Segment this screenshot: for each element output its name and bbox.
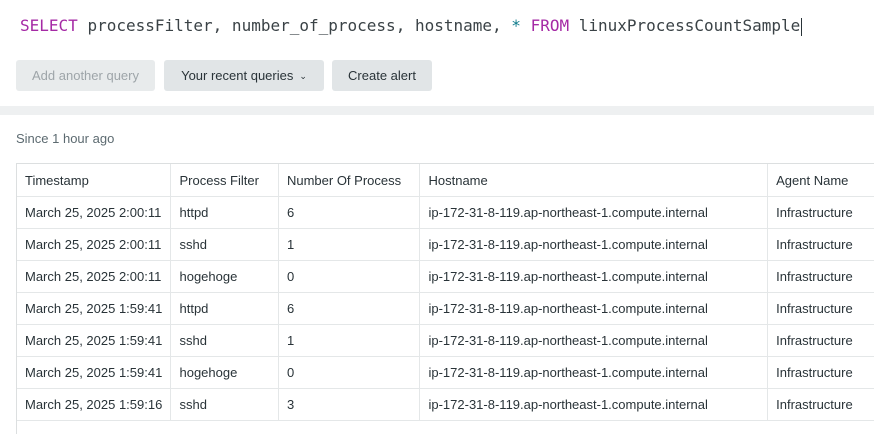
table-cell: March 25, 2025 2:00:11 — [17, 196, 172, 229]
table-cell: March 25, 2025 2:00:11 — [17, 260, 172, 293]
table-cell: sshd — [170, 228, 279, 261]
table-cell: 0 — [278, 260, 421, 293]
table-cell: Infrastructure — [767, 292, 874, 325]
table-cell: Infrastructure — [767, 356, 874, 389]
add-another-query-button[interactable]: Add another query — [16, 60, 155, 91]
table-cell: hogehoge — [170, 356, 279, 389]
table-cell: ip-172-31-8-119.ap-northeast-1.compute.i… — [419, 388, 769, 421]
table-cell: 1 — [278, 228, 421, 261]
text-cursor — [801, 17, 803, 36]
table-cell: ip-172-31-8-119.ap-northeast-1.compute.i… — [419, 260, 769, 293]
table-cell: sshd — [170, 388, 279, 421]
table-cell: March 25, 2025 1:59:41 — [17, 356, 172, 389]
query-fields: processFilter, number_of_process, hostna… — [87, 16, 512, 35]
table-cell: 3 — [278, 388, 421, 421]
column-header-process-filter[interactable]: Process Filter — [170, 164, 279, 197]
nrql-query-text[interactable]: SELECT processFilter, number_of_process,… — [20, 14, 803, 38]
table-cell: hogehoge — [170, 260, 279, 293]
table-cell: httpd — [170, 196, 279, 229]
recent-queries-button[interactable]: Your recent queries ⌄ — [164, 60, 324, 91]
table-cell: Infrastructure — [767, 388, 874, 421]
table-cell: ip-172-31-8-119.ap-northeast-1.compute.i… — [419, 324, 769, 357]
table-cell: 6 — [278, 292, 421, 325]
table-cell: March 25, 2025 1:59:41 — [17, 292, 172, 325]
table-cell: httpd — [170, 292, 279, 325]
create-alert-button[interactable]: Create alert — [332, 60, 432, 91]
table-cell: ip-172-31-8-119.ap-northeast-1.compute.i… — [419, 196, 769, 229]
section-divider — [0, 106, 874, 115]
table-cell: ip-172-31-8-119.ap-northeast-1.compute.i… — [419, 292, 769, 325]
column-header-number-of-process[interactable]: Number Of Process — [278, 164, 421, 197]
table-cell: March 25, 2025 2:00:11 — [17, 228, 172, 261]
table-cell: sshd — [170, 324, 279, 357]
time-range-label: Since 1 hour ago — [16, 131, 115, 146]
table-cell: ip-172-31-8-119.ap-northeast-1.compute.i… — [419, 228, 769, 261]
query-keyword-select: SELECT — [20, 16, 78, 35]
query-star: * — [511, 16, 521, 35]
table-cell: Infrastructure — [767, 228, 874, 261]
table-cell: March 25, 2025 1:59:41 — [17, 324, 172, 357]
query-editor[interactable]: SELECT processFilter, number_of_process,… — [0, 0, 874, 106]
table-cell: Infrastructure — [767, 196, 874, 229]
table-cell: March 25, 2025 1:59:16 — [17, 388, 172, 421]
table-cell: 1 — [278, 324, 421, 357]
query-keyword-from: FROM — [530, 16, 570, 35]
table-cell: Infrastructure — [767, 324, 874, 357]
column-header-agent-name[interactable]: Agent Name — [767, 164, 874, 197]
table-cell: Infrastructure — [767, 260, 874, 293]
table-cell: ip-172-31-8-119.ap-northeast-1.compute.i… — [419, 356, 769, 389]
column-header-timestamp[interactable]: Timestamp — [17, 164, 172, 197]
table-cell: 0 — [278, 356, 421, 389]
table-cell: 6 — [278, 196, 421, 229]
query-source: linuxProcessCountSample — [578, 16, 801, 35]
column-header-hostname[interactable]: Hostname — [419, 164, 769, 197]
chevron-down-icon: ⌄ — [299, 71, 307, 81]
recent-queries-label: Your recent queries — [181, 68, 294, 83]
